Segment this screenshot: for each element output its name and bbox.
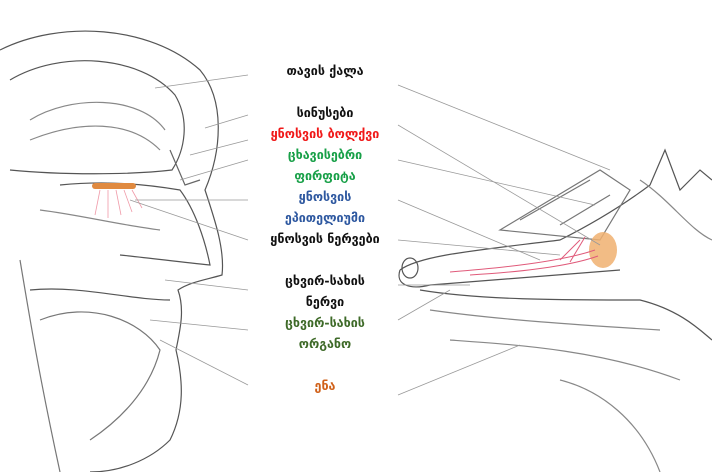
spacer <box>250 81 400 102</box>
label-vomeronasal-nerve-2: ნერვი <box>305 294 345 309</box>
label-vomeronasal-organ-1: ცხვირ-სახის <box>285 315 365 330</box>
spacer <box>250 354 400 375</box>
label-skull: თავის ქალა <box>286 63 364 78</box>
label-tongue: ენა <box>314 378 336 393</box>
leader-lines <box>129 74 611 396</box>
olfactory-bulb-highlight <box>589 232 617 268</box>
spacer <box>250 249 400 270</box>
label-olfactory-bulb: ყნოსვის ბოლქვი <box>270 126 380 141</box>
label-cribriform-plate-2: ფირფიტა <box>294 168 356 183</box>
label-cribriform-plate-1: ცხავისებრი <box>287 147 363 162</box>
olfactory-bulb-highlight <box>92 183 136 189</box>
dog-head-section <box>398 148 712 472</box>
label-olfactory-epithelium-2: ეპითელიუმი <box>284 210 366 225</box>
olfactory-nerve-fibers <box>449 236 599 276</box>
label-olfactory-epithelium-1: ყნოსვის <box>298 189 352 204</box>
label-sinuses: სინუსები <box>296 105 354 120</box>
label-vomeronasal-organ-2: ორგანო <box>298 336 352 351</box>
human-head-section <box>0 30 224 472</box>
label-olfactory-nerves: ყნოსვის ნერვები <box>270 231 380 246</box>
olfactory-epithelium-fibers <box>94 189 143 218</box>
label-vomeronasal-nerve-1: ცხვირ-სახის <box>285 273 365 288</box>
label-column: თავის ქალა სინუსები ყნოსვის ბოლქვი ცხავი… <box>250 60 400 396</box>
